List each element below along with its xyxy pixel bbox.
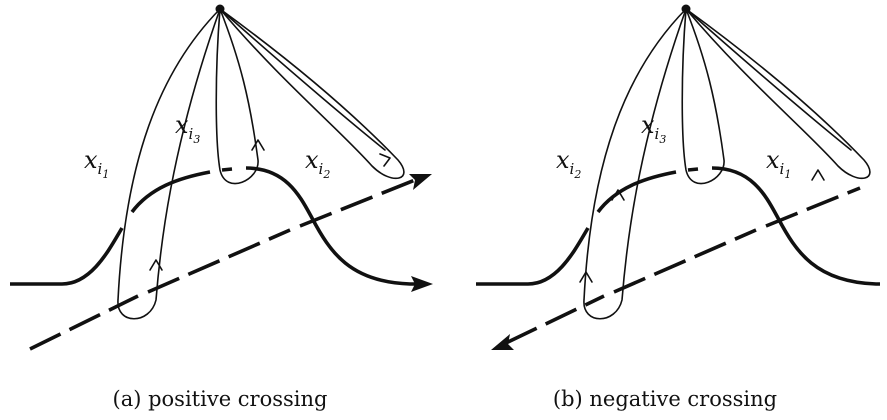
- panel-b-caption: (b) negative crossing: [553, 387, 777, 411]
- panel-b-loop-outer: [685, 8, 852, 151]
- panel-b-loop-xi2: [583, 8, 687, 320]
- panel-a-loop-xi3: [215, 8, 259, 185]
- panel-a-loop-xi1: [117, 8, 221, 320]
- panel-b-label-2: xi3: [641, 111, 666, 146]
- panel-a-loop-outer: [219, 8, 386, 151]
- panel-b: xi2 xi3 xi1 (b) negative crossing: [476, 4, 880, 411]
- panel-b-curve-strand: [476, 166, 880, 286]
- panel-a-straight-strand: [29, 178, 416, 351]
- panel-a-loop-xi2: [219, 8, 405, 180]
- panel-a-curve-strand: [10, 166, 420, 286]
- panel-b-label-3: xi1: [766, 146, 791, 181]
- panel-b-tick-3: [811, 169, 825, 181]
- panel-b-straight-strand: [505, 186, 861, 345]
- panel-b-tick-2: [611, 189, 625, 201]
- panel-a-tick-3: [379, 153, 391, 167]
- panel-b-loop-xi1: [685, 8, 871, 180]
- panel-b-straight-arrowhead: [491, 334, 514, 350]
- panel-a-tick-2: [251, 139, 265, 151]
- panel-a-curve-arrowhead: [411, 276, 433, 292]
- panel-a: xi1 xi3 xi2 (a) positive crossing: [10, 4, 433, 411]
- panel-b-loop-xi3: [681, 8, 725, 185]
- panel-a-label-1: xi1: [84, 146, 109, 181]
- panel-a-tick-1: [149, 259, 163, 271]
- panel-b-label-1: xi2: [556, 146, 581, 181]
- panel-a-label-2: xi3: [175, 111, 200, 146]
- panel-a-caption: (a) positive crossing: [113, 387, 328, 411]
- panel-a-straight-arrowhead: [409, 174, 432, 190]
- panel-a-label-3: xi2: [305, 146, 330, 181]
- panel-b-tick-1: [579, 271, 593, 283]
